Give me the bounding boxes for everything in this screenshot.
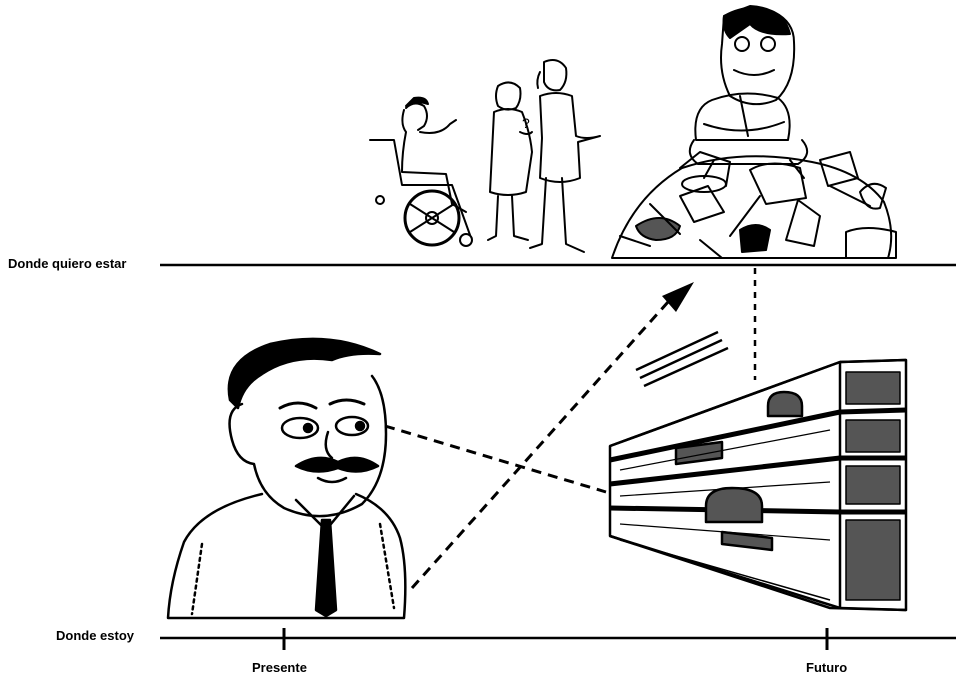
man-on-pile-icon — [690, 6, 807, 178]
motion-strokes — [636, 332, 728, 386]
pile-of-goods-icon — [612, 152, 896, 258]
future-scene: ? — [370, 6, 896, 258]
dashed-arrow-icon — [662, 282, 694, 312]
present-label: Presente — [252, 660, 307, 675]
future-label: Futuro — [806, 660, 847, 675]
empty-shelf-icon — [610, 360, 906, 610]
worried-man-icon — [168, 339, 405, 618]
svg-text:?: ? — [522, 115, 530, 131]
goal-level-label: Donde quiero estar — [8, 256, 126, 271]
elderly-woman-icon: ? — [488, 82, 532, 240]
businesswoman-icon — [530, 60, 600, 252]
sight-line — [385, 426, 606, 492]
current-level-label: Donde estoy — [56, 628, 134, 643]
wheelchair-user-icon — [370, 98, 472, 246]
